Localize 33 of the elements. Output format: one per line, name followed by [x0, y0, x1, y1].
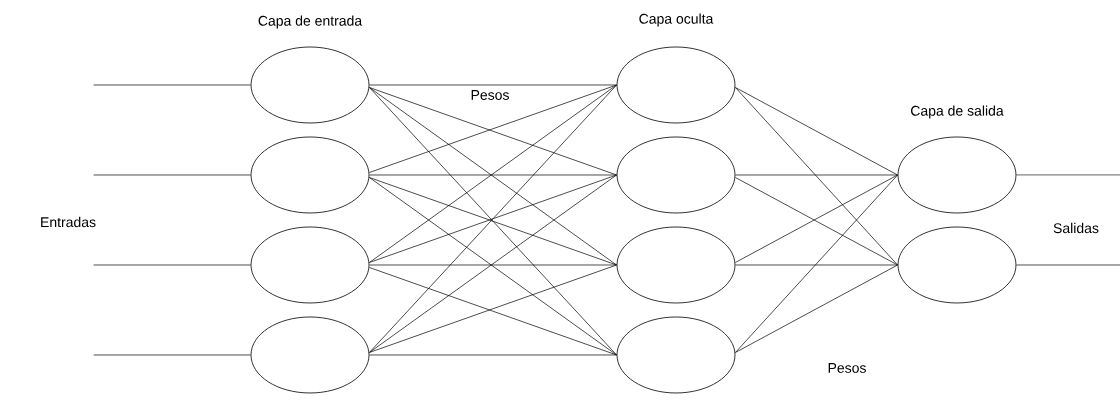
layer-heading: Capa de entrada	[256, 14, 364, 30]
connection-line	[369, 174, 617, 176]
neuron-circle	[250, 316, 370, 394]
connection-line	[93, 354, 251, 356]
layer-heading: Capa oculta	[637, 12, 715, 28]
connection-line	[1016, 264, 1120, 266]
neuron-circle	[897, 226, 1017, 304]
outputs-label: Salidas	[1052, 221, 1100, 235]
weights-label: Pesos	[826, 362, 868, 374]
inputs-label: Entradas	[39, 215, 98, 229]
connection-line	[735, 174, 898, 353]
connection-line	[735, 174, 898, 176]
connection-line	[735, 87, 898, 266]
neuron-circle	[616, 226, 736, 304]
layer-heading: Capa de salida	[909, 104, 1005, 120]
connection-line	[93, 84, 251, 86]
neuron-circle	[616, 136, 736, 214]
connection-line	[369, 264, 617, 266]
weights-label: Pesos	[469, 89, 511, 101]
connection-line	[1016, 174, 1120, 176]
neuron-circle	[250, 226, 370, 304]
connection-line	[735, 264, 898, 266]
connection-line	[735, 264, 898, 353]
connection-line	[369, 354, 617, 356]
neuron-circle	[616, 316, 736, 394]
connection-line	[369, 84, 617, 86]
neuron-circle	[897, 136, 1017, 214]
connection-line	[735, 87, 898, 176]
neuron-circle	[616, 46, 736, 124]
connection-line	[93, 174, 251, 176]
neuron-circle	[250, 136, 370, 214]
connection-line	[93, 264, 251, 266]
neuron-circle	[250, 46, 370, 124]
